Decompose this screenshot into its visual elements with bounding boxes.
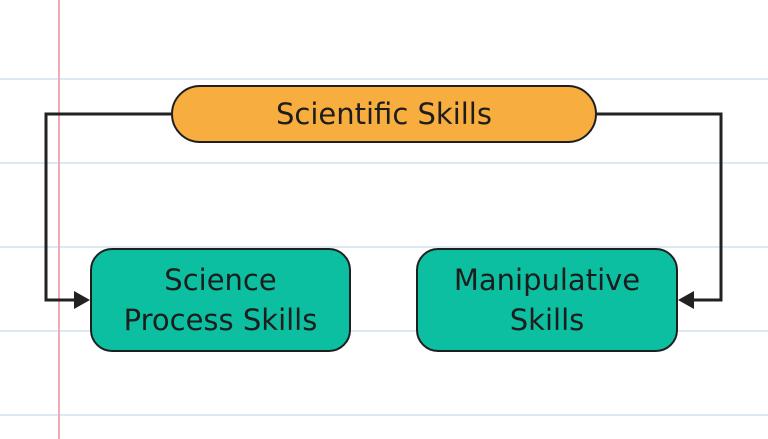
connector-left [44, 112, 171, 302]
child-node-manipulative-skills: Manipulative Skills [416, 248, 678, 352]
root-node-label: Scientific Skills [276, 97, 492, 131]
arrowhead-left [74, 291, 90, 309]
child-node-science-process-skills: Science Process Skills [90, 248, 351, 352]
child-node-label: Science Process Skills [123, 263, 318, 337]
child-node-label: Manipulative Skills [453, 263, 641, 337]
root-node-scientific-skills: Scientific Skills [171, 85, 597, 143]
connector-right [597, 112, 723, 302]
arrowhead-right [678, 291, 694, 309]
